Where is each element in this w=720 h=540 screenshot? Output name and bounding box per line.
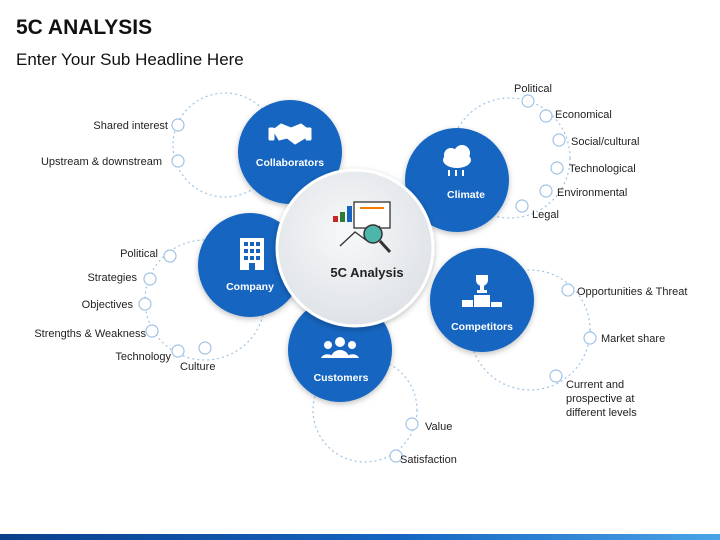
company-label: Company (226, 281, 274, 293)
page-subtitle: Enter Your Sub Headline Here (16, 50, 244, 69)
company-item: Technology (115, 351, 171, 363)
climate-label: Climate (447, 189, 485, 201)
company-item: Strategies (87, 272, 137, 284)
podium-trophy-icon (462, 275, 502, 307)
building-icon (240, 238, 264, 270)
collaborators-item: Upstream & downstream (41, 156, 162, 168)
connector-dots (138, 94, 597, 463)
competitors-item: Opportunities & Threat (577, 286, 687, 298)
competitors-item: Market share (601, 333, 665, 345)
analysis-chart-icon (333, 201, 392, 254)
handshake-icon (268, 123, 312, 145)
climate-item: Political (514, 83, 552, 95)
customers-label: Customers (314, 372, 369, 384)
customers-item: Value (425, 421, 452, 433)
company-item: Objectives (82, 299, 134, 311)
company-item: Political (120, 248, 158, 260)
climate-item: Economical (555, 109, 612, 121)
node-competitors[interactable]: Competitors (430, 248, 534, 352)
center-label: 5C Analysis (330, 265, 403, 280)
collaborators-item: Shared interest (93, 120, 168, 132)
climate-item: Technological (569, 163, 636, 175)
customers-ring (312, 357, 418, 463)
climate-ring (449, 97, 571, 219)
center-node[interactable]: 5C Analysis (275, 168, 435, 328)
customers-item: Satisfaction (400, 454, 457, 466)
node-climate[interactable]: Climate (405, 128, 509, 232)
footer-accent-bar (0, 534, 720, 540)
competitors-ring (469, 269, 591, 391)
climate-item: Social/cultural (571, 136, 639, 148)
competitors-item: prospective at (566, 393, 634, 405)
cloud-rain-icon (443, 145, 471, 176)
node-company[interactable]: Company (198, 213, 302, 317)
competitors-label: Competitors (451, 321, 513, 333)
competitors-item: Current and (566, 379, 624, 391)
collaborators-label: Collaborators (256, 157, 324, 169)
climate-item: Environmental (557, 187, 627, 199)
node-collaborators[interactable]: Collaborators (238, 100, 342, 204)
climate-item: Legal (532, 209, 559, 221)
page-title: 5C ANALYSIS (16, 16, 153, 39)
competitors-item: different levels (566, 407, 637, 419)
company-item: Culture (180, 361, 215, 373)
people-group-icon (321, 337, 359, 358)
company-item: Strengths & Weakness (34, 328, 146, 340)
